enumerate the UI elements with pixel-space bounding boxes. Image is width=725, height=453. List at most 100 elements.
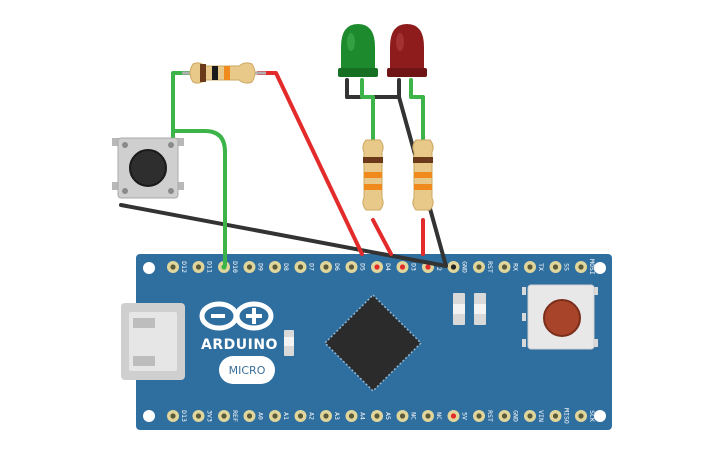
mounting-hole [143,262,155,274]
pin-hole [348,413,355,419]
pin-hole [476,413,482,419]
pin-label: D10 [231,261,239,273]
pushbutton-icon[interactable] [112,137,184,199]
resistor-band [200,64,206,82]
led-icon [390,24,424,70]
led-icon [341,24,375,70]
resistor-band [414,184,432,190]
pin-label: RX [512,263,520,271]
pin-label: D4 [384,263,392,271]
pin-hole [578,264,584,270]
pin-label: MOSI [588,259,596,275]
pin-hole [578,413,584,419]
pin-hole [297,413,304,419]
wire-green-led-anode-green [360,78,375,150]
pin-hole [501,264,508,270]
pin-hole [297,264,304,270]
reset-button-cap[interactable] [543,299,581,337]
pin-label: RST [486,261,494,273]
pin-label: D2 [435,263,443,271]
model-badge [219,356,275,384]
pin-label: SCK [588,410,596,422]
pin-label: D12 [180,261,188,273]
pin-label: D11 [206,261,214,273]
board-model-label: MICRO [229,364,266,377]
red-led [387,24,427,77]
resistor-band [414,172,432,178]
pin-label: A0 [257,412,265,420]
wire-green-button-d10 [171,129,227,267]
pin-hole [374,264,380,270]
green-led [338,24,378,77]
pin-hole [246,413,253,419]
pin-label: RST [486,410,494,422]
mounting-hole [594,262,606,274]
pin-hole [195,264,202,270]
pushbutton-cap[interactable] [129,149,167,187]
pin-hole [323,413,329,419]
pin-label: D3 [410,263,418,271]
pin-hole [552,264,559,270]
pin-hole [425,413,431,419]
pin-label: A4 [359,412,367,420]
resistor-band [364,184,382,190]
wire-red-green-resistor-d4 [371,218,393,256]
pin-hole [323,264,329,270]
pin-hole [170,413,176,419]
pin-label: 5V [461,412,469,420]
pin-hole [501,413,508,419]
pin-hole [272,264,278,270]
arduino-logo-icon [199,301,274,331]
pin-label: GND [512,410,520,422]
resistor-band [413,157,433,163]
pin-label: A2 [308,412,316,420]
pin-label: REF [231,410,239,422]
reset-button[interactable] [522,284,598,350]
pin-hole [170,264,176,270]
pin-hole [374,413,380,419]
pin-label: NC [435,412,443,420]
mounting-hole [143,410,155,422]
pin-label: D9 [257,263,265,271]
resistor-green-led-icon [362,139,384,211]
pin-hole [399,264,406,270]
board-brand-label: ARDUINO [201,337,278,353]
wire-green-led-anode-red [409,78,425,150]
pin-label: D7 [308,263,316,271]
pin-label: TX [537,263,545,271]
mounting-hole [594,410,606,422]
pin-label: D13 [180,410,188,422]
pin-label: A1 [282,412,290,420]
pin-label: D8 [282,263,290,271]
usb-connector [121,303,185,380]
pin-label: 3V3 [206,410,214,422]
pin-label: A5 [384,412,392,420]
resistor-band [212,66,218,80]
pin-hole [450,264,457,270]
resistor-band [364,172,382,178]
pin-hole [399,413,406,419]
pin-hole [552,413,559,419]
pin-hole [272,413,278,419]
pin-hole [527,413,533,419]
pin-label: A3 [333,412,341,420]
pin-label: D6 [333,263,341,271]
resistor-band [224,66,230,80]
microcontroller-chip [323,293,423,393]
pin-hole [195,413,202,419]
pin-hole [348,264,355,270]
resistor-red-led-icon [412,139,434,211]
wire-green-button-resistor [171,71,192,146]
resistor-button-icon [182,62,266,84]
pin-label: VIN [537,410,545,422]
pin-hole [527,264,533,270]
wire-black-button-gnd [119,203,448,268]
resistor-band [363,157,383,163]
pin-label: D5 [359,263,367,271]
wire-red-button-resistor-d5 [256,71,364,256]
pin-hole [476,264,482,270]
pin-hole [450,413,457,419]
pin-label: NC [410,412,418,420]
